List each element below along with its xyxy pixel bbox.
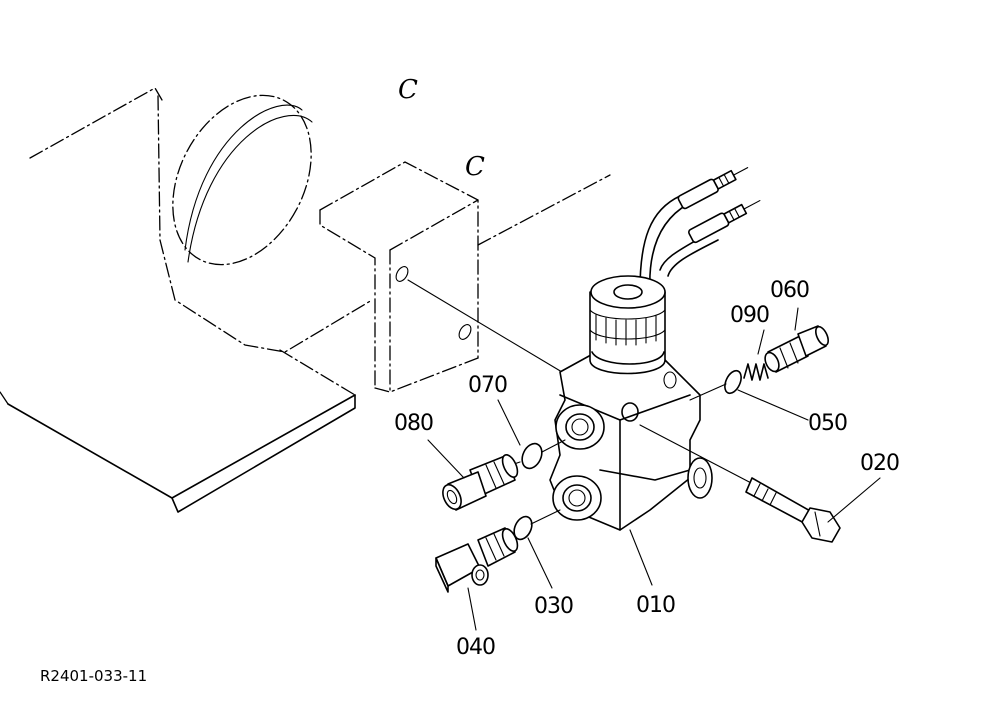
part-label-020: 020 <box>860 451 899 476</box>
part-label-080: 080 <box>394 411 433 436</box>
part-label-090: 090 <box>730 303 769 328</box>
mounting-bracket <box>319 161 611 393</box>
wire-harness <box>639 167 761 293</box>
c-mark-2: C <box>465 152 485 182</box>
solenoid-valve-010 <box>549 275 713 586</box>
part-label-030: 030 <box>534 594 573 619</box>
part-label-070: 070 <box>468 373 507 398</box>
fitting-080 <box>427 439 519 511</box>
o-ring-030 <box>513 509 561 589</box>
c-mark-1: C <box>398 75 418 105</box>
elbow-fitting-040 <box>435 527 519 631</box>
drawing-code: R2401-033-11 <box>40 667 147 685</box>
bolt-020 <box>639 424 881 543</box>
part-label-060: 060 <box>770 278 809 303</box>
leader-bracket-hole <box>407 279 563 373</box>
part-label-010: 010 <box>636 593 675 618</box>
part-label-050: 050 <box>808 411 847 436</box>
fitting-060 <box>764 307 829 373</box>
frame-outline <box>0 87 373 513</box>
part-label-040: 040 <box>456 635 495 660</box>
o-ring-050 <box>689 369 809 421</box>
spring-090 <box>743 329 769 381</box>
